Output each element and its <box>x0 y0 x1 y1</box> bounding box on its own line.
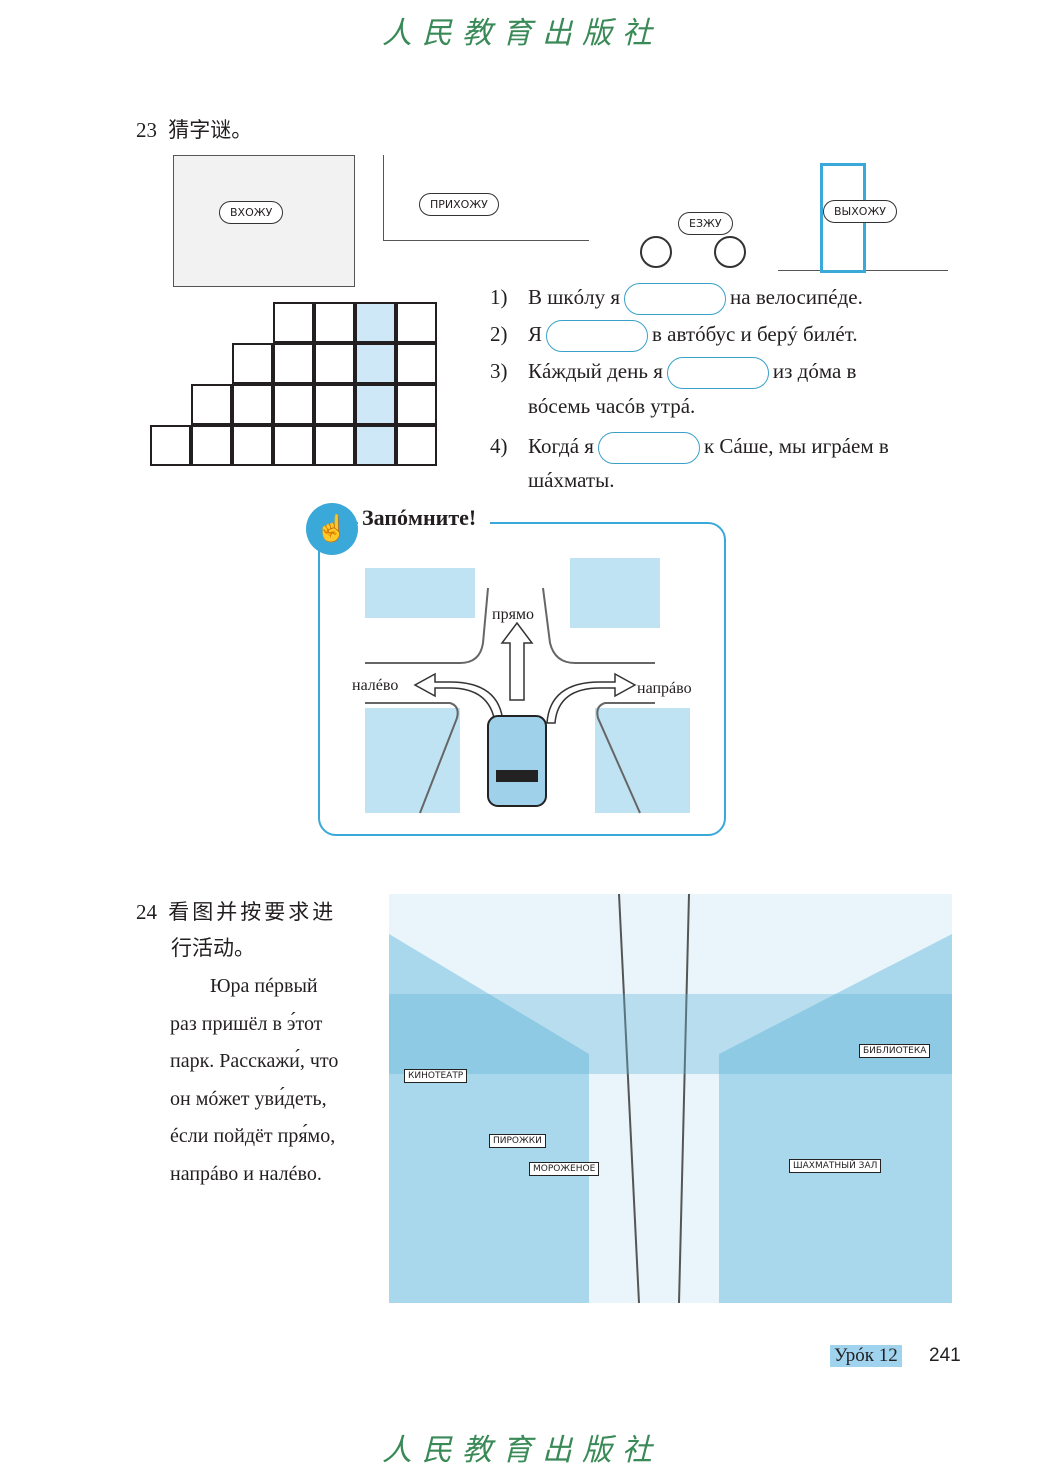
sign-pies: ПИРОЖКИ <box>489 1134 546 1148</box>
sentence-text: в автóбус и берý билéт. <box>652 321 858 346</box>
crossword-key-cell[interactable] <box>355 343 396 384</box>
exercise-number: 23 <box>136 118 157 142</box>
exercise-title: 猜字谜。 <box>168 118 253 142</box>
sign-ice-cream: МОРОЖЕНОЕ <box>529 1162 600 1176</box>
crossword-cell[interactable] <box>273 302 314 343</box>
arrow-straight <box>500 621 534 701</box>
sentence-text: Кáждый день я <box>528 358 663 383</box>
crossword-cell[interactable] <box>396 302 437 343</box>
answer-blank[interactable] <box>546 320 649 352</box>
text-line: парк. Расскажи́, что <box>170 1050 339 1072</box>
text-line: Юра пéрвый <box>210 975 318 997</box>
park-trees <box>389 894 952 1303</box>
crossword-cell[interactable] <box>232 384 273 425</box>
label-left: налéво <box>352 677 399 694</box>
bushes-bottom-right <box>595 708 690 813</box>
sentence-number: 1) <box>490 284 508 309</box>
crossword-cell[interactable] <box>273 384 314 425</box>
text-line: éсли пойдёт пря́мо, <box>170 1125 336 1147</box>
answer-blank[interactable] <box>597 432 700 464</box>
text-line: напрáво и налéво. <box>170 1162 322 1185</box>
arrow-right <box>546 672 637 724</box>
verb-bubble: ВЫХОЖУ <box>823 200 897 223</box>
crossword-cell[interactable] <box>232 425 273 466</box>
crossword-cell[interactable] <box>150 425 191 466</box>
sentence-number: 2) <box>490 321 508 346</box>
exercise-24-heading: 24 看图并按要求进 行活动。 <box>136 894 336 966</box>
crossword-cell[interactable] <box>314 384 355 425</box>
crossword-cell[interactable] <box>314 302 355 343</box>
sign-cinema: КИНОТЕАТР <box>404 1069 468 1083</box>
crossword-key-cell[interactable] <box>355 425 396 466</box>
exercise-title: 看图并按要求进 <box>168 900 337 924</box>
sentence-4: 4) Когдá я к Сáше, мы игрáем в <box>490 432 889 464</box>
sentence-text: к Сáше, мы игрáем в <box>703 433 889 458</box>
bicycle-picture: ЕЗЖУ <box>638 170 748 268</box>
trees-top-right <box>570 558 660 628</box>
visitor-picture: ПРИХОЖУ <box>383 155 589 241</box>
tram-picture: ВХОЖУ <box>173 155 355 287</box>
label-right: напрáво <box>637 680 692 697</box>
sentence-text: из дóма в <box>772 358 857 383</box>
verb-bubble: ВХОЖУ <box>219 201 284 224</box>
remember-title: Запóмните! <box>358 505 491 531</box>
exercise-title-cont: 行活动。 <box>171 936 255 960</box>
crossword-grid <box>150 302 437 467</box>
bushes-top-left <box>365 568 475 618</box>
bushes-bottom-left <box>365 708 460 813</box>
publisher-watermark-top: 人民教育出版社 <box>382 16 662 51</box>
sentence-text: Когдá я <box>528 433 594 458</box>
crossword-cell[interactable] <box>232 343 273 384</box>
door-picture: ВЫХОЖУ <box>778 155 948 273</box>
answer-blank[interactable] <box>666 357 769 389</box>
crossword-cell[interactable] <box>314 425 355 466</box>
label-straight: прямо <box>492 606 535 623</box>
exercise-23-heading: 23 猜字谜。 <box>136 114 252 144</box>
intersection-diagram <box>365 558 690 814</box>
crossword-cell[interactable] <box>396 425 437 466</box>
exercise-number: 24 <box>136 900 157 924</box>
crossword-cell[interactable] <box>191 384 232 425</box>
bus <box>487 715 547 807</box>
sentence-4-continued: шáхматы. <box>528 468 615 492</box>
exercise-24-text: Юра пéрвый раз пришёл в э́тот парк. Расс… <box>170 968 338 1193</box>
text-line: он мóжет уви́деть, <box>170 1087 327 1110</box>
text-line: раз пришёл в э́тот <box>170 1012 323 1035</box>
crossword-key-cell[interactable] <box>355 302 396 343</box>
verb-bubble: ЕЗЖУ <box>678 212 733 235</box>
page-number: 241 <box>929 1345 961 1366</box>
lesson-label: Урóк 12 <box>830 1345 902 1367</box>
sentence-3-continued: вóсемь часóв утрá. <box>528 394 696 418</box>
publisher-watermark-bottom: 人民教育出版社 <box>382 1433 662 1468</box>
crossword-cell[interactable] <box>396 384 437 425</box>
sentence-text: Я <box>528 321 543 346</box>
pointing-finger-icon: ☝ <box>306 503 358 555</box>
crossword-key-cell[interactable] <box>355 384 396 425</box>
remember-box <box>318 522 726 836</box>
crossword-cell[interactable] <box>396 343 437 384</box>
arrow-left <box>413 672 504 724</box>
sign-library: БИБЛИОТЕКА <box>859 1044 931 1058</box>
sentence-1: 1) В шкóлу я на велосипéде. <box>490 283 863 315</box>
road-edges <box>365 587 655 814</box>
sentence-3: 3) Кáждый день я из дóма в <box>490 357 856 389</box>
crossword-cell[interactable] <box>273 425 314 466</box>
crossword-cell[interactable] <box>191 425 232 466</box>
park-illustration: КИНОТЕАТР ПИРОЖКИ МОРОЖЕНОЕ БИБЛИОТЕКА Ш… <box>389 894 952 1303</box>
crossword-cell[interactable] <box>273 343 314 384</box>
sentence-text: на велосипéде. <box>730 284 863 309</box>
answer-blank[interactable] <box>624 283 727 315</box>
sentence-text: В шкóлу я <box>528 284 621 309</box>
sign-chess-hall: ШАХМАТНЫЙ ЗАЛ <box>789 1159 882 1173</box>
crossword-cell[interactable] <box>314 343 355 384</box>
verb-bubble: ПРИХОЖУ <box>419 193 499 216</box>
sentence-number: 3) <box>490 358 508 383</box>
sentence-number: 4) <box>490 433 508 458</box>
